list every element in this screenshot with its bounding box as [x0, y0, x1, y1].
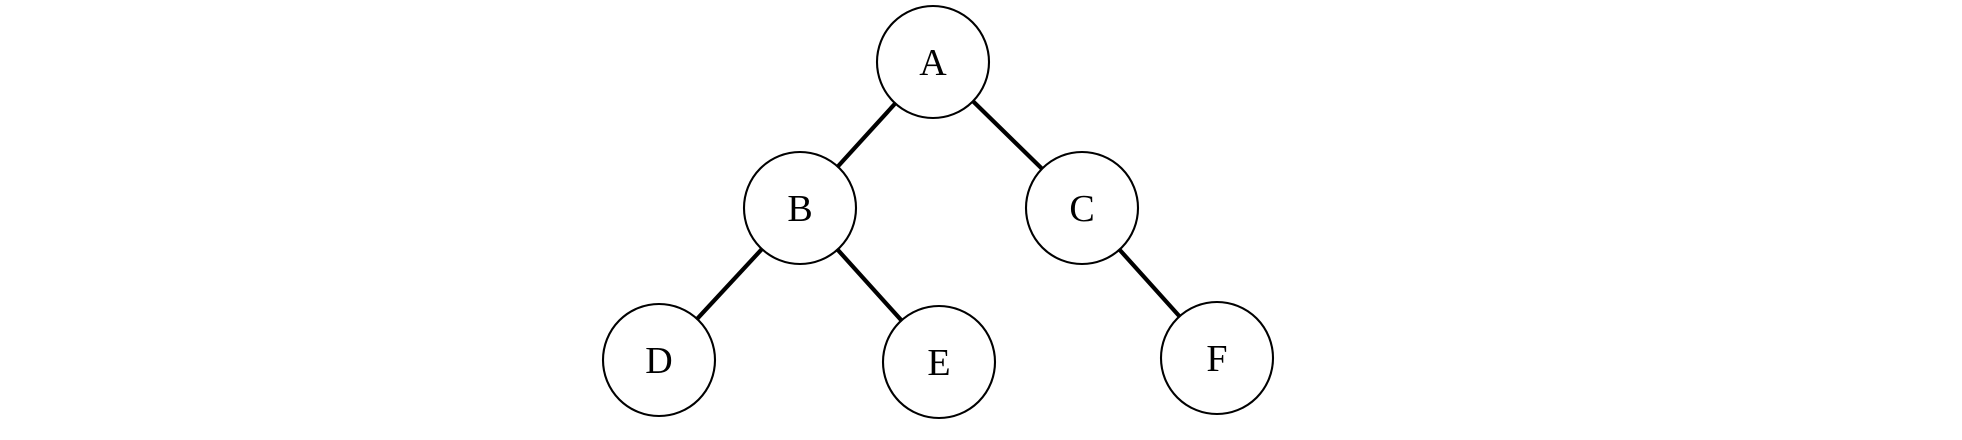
tree-node-label-c: C — [1069, 188, 1094, 230]
tree-node-c[interactable]: C — [1024, 150, 1140, 266]
tree-node-circle-b[interactable] — [742, 150, 858, 266]
tree-node-circle-f[interactable] — [1159, 300, 1275, 416]
edge-layer — [695, 99, 1182, 322]
tree-edge-b-d — [695, 247, 764, 321]
node-layer: A B C D E F — [601, 4, 1275, 420]
tree-node-label-b: B — [787, 188, 812, 230]
tree-node-a[interactable]: A — [875, 4, 991, 120]
tree-node-d[interactable]: D — [601, 302, 717, 418]
tree-node-label-a: A — [919, 42, 947, 84]
tree-node-label-f: F — [1206, 338, 1227, 380]
tree-node-circle-d[interactable] — [601, 302, 717, 418]
tree-node-label-e: E — [927, 342, 950, 384]
tree-node-circle-a[interactable] — [875, 4, 991, 120]
tree-node-label-d: D — [645, 340, 672, 382]
tree-node-e[interactable]: E — [881, 304, 997, 420]
tree-node-circle-e[interactable] — [881, 304, 997, 420]
tree-node-circle-c[interactable] — [1024, 150, 1140, 266]
tree-edge-a-b — [836, 101, 897, 169]
tree-edge-b-e — [835, 248, 904, 322]
tree-node-b[interactable]: B — [742, 150, 858, 266]
tree-edge-c-f — [1117, 248, 1182, 318]
tree-edge-a-c — [971, 99, 1044, 171]
tree-node-f[interactable]: F — [1159, 300, 1275, 416]
